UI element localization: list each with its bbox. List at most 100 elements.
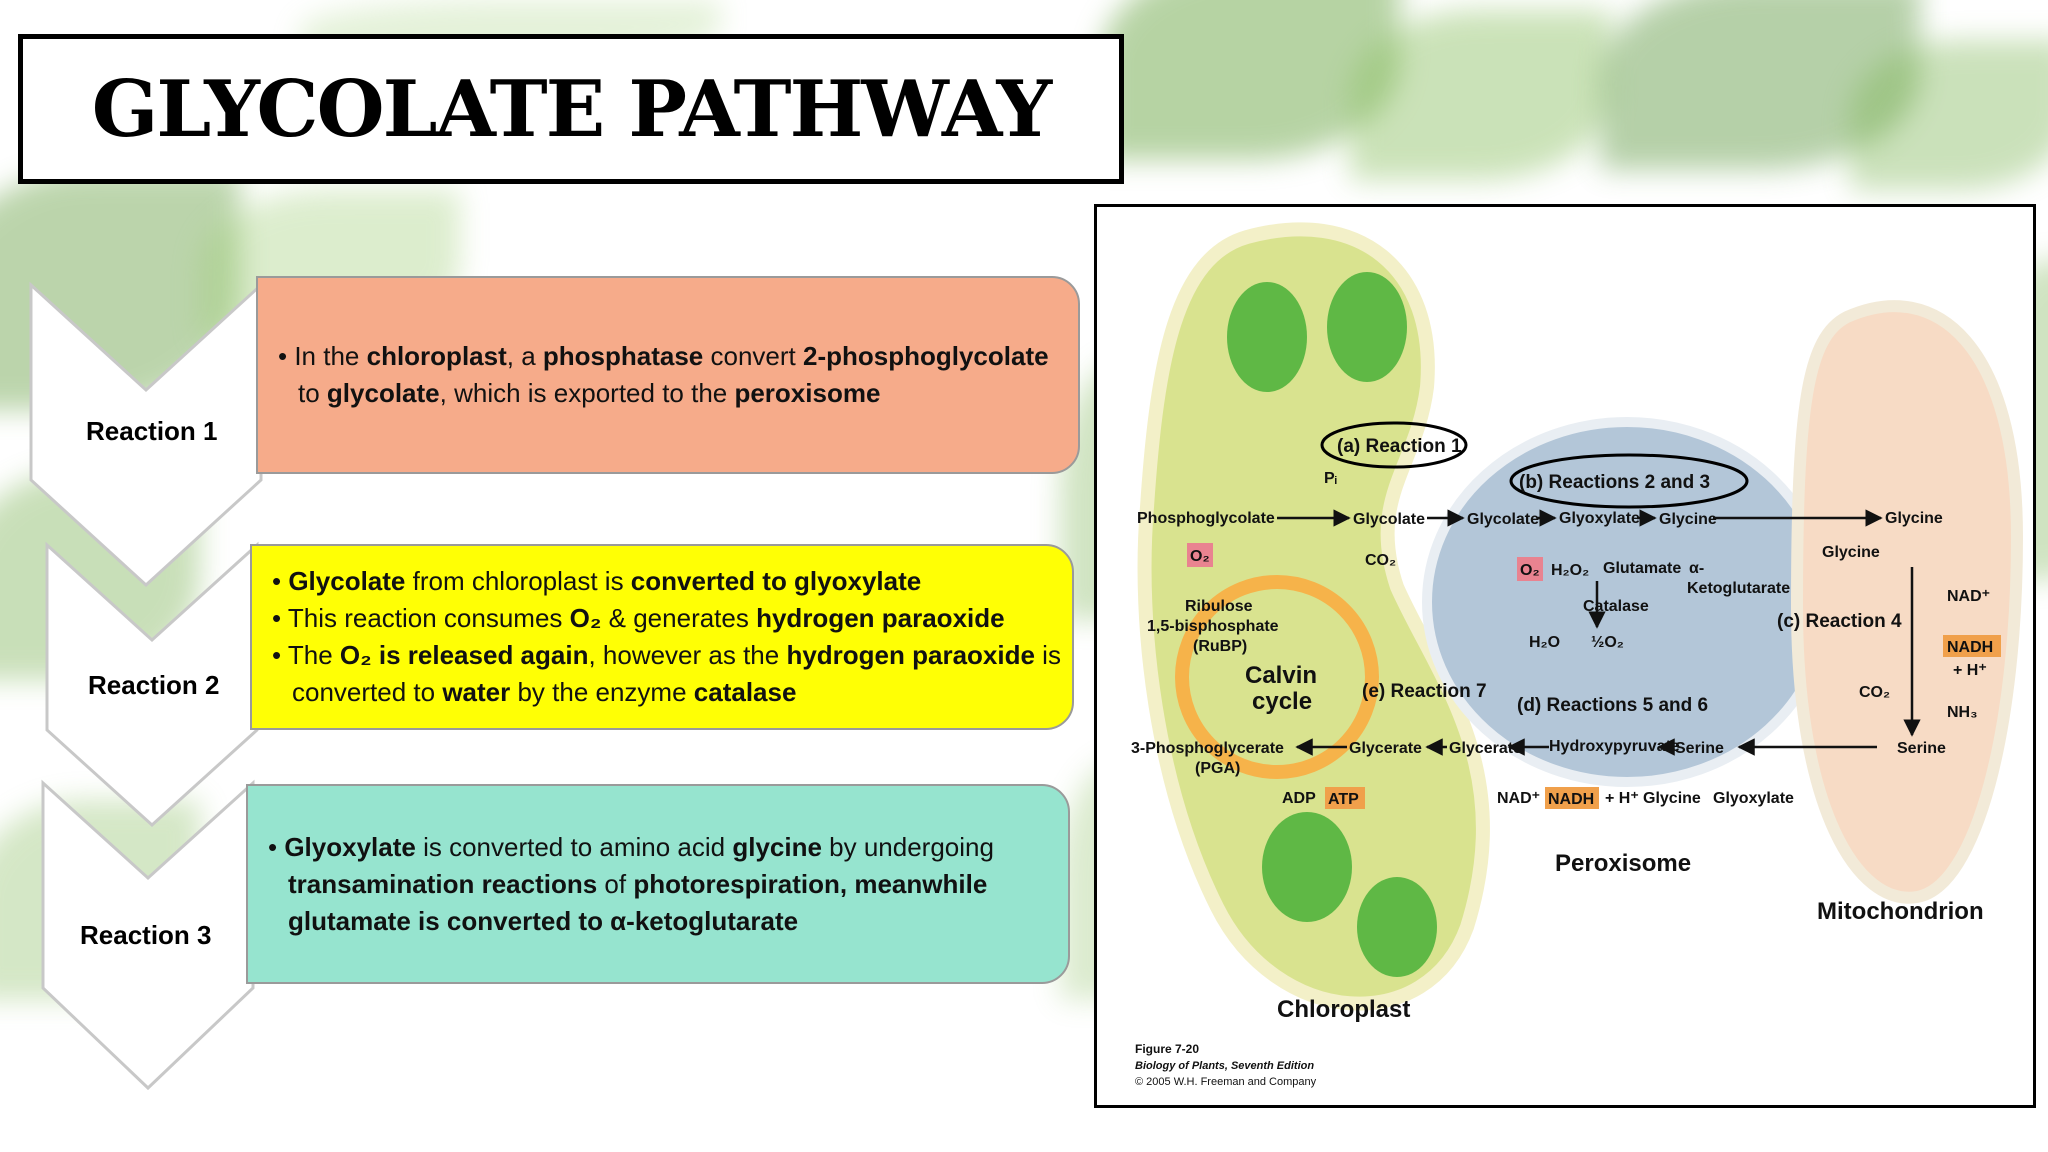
text-segment: O₂ is released again	[339, 640, 589, 670]
h-plus-perox-label: + H⁺	[1605, 790, 1639, 807]
pathway-figure: (a) Reaction 1 (b) Reactions 2 and 3 (c)…	[1094, 204, 2036, 1108]
peroxisome-label: Peroxisome	[1555, 850, 1691, 877]
text-segment: glycine	[732, 831, 822, 862]
text-segment: to	[298, 378, 327, 408]
ribulose-label-3: (RuBP)	[1193, 638, 1247, 655]
reaction-3-line: transamination reactions of photorespira…	[268, 866, 1048, 903]
text-segment: of	[597, 868, 634, 899]
nad-perox-label: NAD⁺	[1497, 790, 1540, 807]
text-segment: O₂	[569, 603, 602, 633]
tag-b: (b) Reactions 2 and 3	[1519, 472, 1710, 493]
tag-e: (e) Reaction 7	[1362, 681, 1487, 702]
mitochondrion-label: Mitochondrion	[1817, 898, 1984, 925]
h2o2-label: H₂O₂	[1551, 562, 1589, 579]
text-segment: • This reaction consumes	[272, 603, 570, 633]
text-segment: from chloroplast is	[405, 566, 631, 596]
pga-label-2: (PGA)	[1195, 760, 1240, 777]
text-segment: transamination reactions	[288, 868, 598, 899]
glyoxylate-label: Glyoxylate	[1559, 510, 1640, 527]
pathway-diagram: (a) Reaction 1 (b) Reactions 2 and 3 (c)…	[1131, 222, 2024, 1088]
ribulose-label-2: 1,5-bisphosphate	[1147, 618, 1279, 635]
calvin-label-1: Calvin	[1245, 662, 1317, 689]
phosphoglycolate-label: Phosphoglycolate	[1137, 510, 1275, 527]
text-segment: & generates	[601, 603, 757, 633]
text-segment: converted to	[292, 677, 443, 707]
page-title: GLYCOLATE PATHWAY	[91, 63, 1052, 155]
glycine-mito-label-2: Glycine	[1822, 544, 1880, 561]
reaction-3-line: glutamate is converted to α-ketoglutarat…	[268, 903, 1048, 940]
text-segment: is	[1034, 640, 1061, 670]
text-segment: convert	[703, 341, 803, 371]
reaction-2-card: • Glycolate from chloroplast is converte…	[250, 544, 1074, 730]
text-segment: converted to glyoxylate	[630, 566, 922, 596]
tag-d: (d) Reactions 5 and 6	[1517, 695, 1708, 716]
reaction-2-line: • The O₂ is released again, however as t…	[272, 637, 1061, 674]
text-segment: Glycolate	[288, 566, 406, 596]
glycolate-perox-label: Glycolate	[1467, 511, 1539, 528]
text-segment: , a	[506, 341, 543, 371]
text-segment: •	[268, 831, 285, 862]
text-segment: water	[442, 677, 511, 707]
text-segment: • The	[272, 640, 340, 670]
glycine-mito-label-1: Glycine	[1885, 510, 1943, 527]
hydroxypyruvate-label: Hydroxypyruvate	[1549, 738, 1680, 755]
h2o-label: H₂O	[1529, 634, 1560, 651]
pga-label-1: 3-Phosphoglycerate	[1131, 740, 1284, 757]
catalase-label: Catalase	[1583, 598, 1649, 615]
pi-label: Pᵢ	[1324, 470, 1337, 487]
reaction-3-card: • Glyoxylate is converted to amino acid …	[246, 784, 1070, 984]
chevron-2	[45, 541, 259, 828]
tag-a: (a) Reaction 1	[1337, 436, 1462, 457]
reaction-1-line: • In the chloroplast, a phosphatase conv…	[278, 338, 1058, 375]
text-segment: catalase	[693, 677, 797, 707]
h-plus-mito-label: + H⁺	[1953, 662, 1987, 679]
nad-mito-label: NAD⁺	[1947, 588, 1990, 605]
glyoxylate-perox-label-2: Glyoxylate	[1713, 790, 1794, 807]
chevron-1	[29, 281, 263, 588]
text-segment: photorespiration, meanwhile	[633, 868, 988, 899]
caption-line-2: Biology of Plants, Seventh Edition	[1135, 1060, 1314, 1072]
glutamate-label: Glutamate	[1603, 560, 1681, 577]
glycine-perox-label-2: Glycine	[1643, 790, 1701, 807]
text-segment: hydrogen paraoxide	[786, 640, 1035, 670]
nadh-perox-label: NADH	[1548, 791, 1594, 808]
text-segment: glycolate	[326, 378, 440, 408]
text-segment: chloroplast	[366, 341, 507, 371]
tag-c: (c) Reaction 4	[1777, 611, 1902, 632]
glycolate-chloro-label: Glycolate	[1353, 511, 1425, 528]
text-segment: peroxisome	[734, 378, 881, 408]
text-segment: , which is exported to the	[439, 378, 735, 408]
text-segment: Glyoxylate	[284, 831, 416, 862]
reaction-3-label: Reaction 3	[80, 920, 212, 950]
o2-chloro-label: O₂	[1190, 548, 1210, 565]
co2-chloro-label: CO₂	[1365, 552, 1396, 569]
reaction-3-line: • Glyoxylate is converted to amino acid …	[268, 829, 1048, 866]
reaction-1-card: • In the chloroplast, a phosphatase conv…	[256, 276, 1080, 474]
text-segment: is converted to amino acid	[415, 831, 733, 862]
reaction-2-label: Reaction 2	[88, 670, 220, 700]
glycine-perox-label: Glycine	[1659, 511, 1717, 528]
co2-mito-label: CO₂	[1859, 684, 1890, 701]
serine-perox-label: Serine	[1675, 740, 1724, 757]
chevron-3	[41, 779, 255, 1091]
alpha-kg-label-1: α-	[1689, 560, 1704, 577]
caption-line-3: © 2005 W.H. Freeman and Company	[1135, 1076, 1317, 1088]
reaction-1-label: Reaction 1	[86, 416, 218, 446]
half-o2-label: ½O₂	[1591, 634, 1624, 651]
text-segment: by undergoing	[821, 831, 994, 862]
text-segment: •	[272, 566, 289, 596]
adp-label: ADP	[1282, 790, 1316, 807]
glycerate-perox-label: Glycerate	[1449, 740, 1522, 757]
caption-line-1: Figure 7-20	[1135, 1042, 1199, 1056]
alpha-kg-label-2: Ketoglutarate	[1687, 580, 1790, 597]
text-segment: by the enzyme	[510, 677, 694, 707]
nadh-mito-label: NADH	[1947, 639, 1993, 656]
text-segment: hydrogen paraoxide	[756, 603, 1005, 633]
reaction-1-line: to glycolate, which is exported to the p…	[278, 375, 1058, 412]
text-segment: glutamate is converted to α-ketoglutarat…	[288, 905, 799, 936]
title-box: GLYCOLATE PATHWAY	[18, 34, 1124, 184]
reaction-2-line: • This reaction consumes O₂ & generates …	[272, 600, 1052, 637]
reaction-2-line: converted to water by the enzyme catalas…	[272, 674, 1052, 711]
atp-label: ATP	[1328, 791, 1359, 808]
text-segment: • In the	[278, 341, 367, 371]
